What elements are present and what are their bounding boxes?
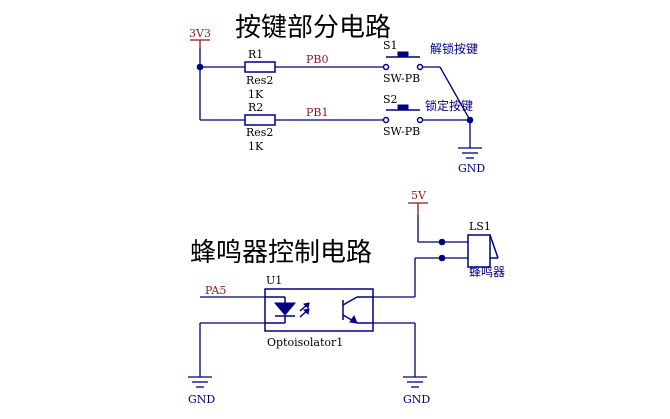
power-5v-port: [408, 202, 428, 215]
u1-ref: U1: [266, 274, 282, 287]
gnd-symbol-right: [403, 376, 427, 388]
gnd-label-keys: GND: [458, 162, 485, 175]
r2-value: 1K: [248, 140, 264, 153]
gnd-label-left: GND: [188, 393, 215, 406]
ls1-ref: LS1: [469, 220, 491, 233]
r1-type: Res2: [246, 74, 273, 87]
switch-s2: [382, 104, 424, 124]
resistor-r2: [244, 114, 276, 126]
s2-description: 锁定按键: [425, 98, 473, 113]
wire-s1-return: [439, 66, 471, 121]
s1-description: 解锁按键: [430, 41, 478, 56]
s1-type: SW-PB: [383, 72, 420, 85]
junction-dot: [438, 254, 446, 262]
net-pa5-label: PA5: [205, 284, 226, 297]
switch-s1: [382, 51, 424, 71]
power-5v-label: 5V: [411, 189, 427, 202]
gnd-symbol-keys: [458, 147, 482, 159]
net-pb1-label: PB1: [306, 106, 328, 119]
resistor-r1: [244, 61, 276, 73]
r1-ref: R1: [248, 48, 263, 61]
junction-dot: [466, 116, 474, 124]
power-3v3-label: 3V3: [189, 27, 211, 40]
r1-value: 1K: [248, 88, 264, 101]
net-pb0-label: PB0: [306, 53, 328, 66]
power-3v3-port: [190, 39, 210, 48]
optoisolator-u1: [264, 288, 374, 332]
buzzer-ls1: [467, 234, 499, 268]
junction-dot: [438, 238, 446, 246]
r2-ref: R2: [248, 101, 263, 114]
buzzer-section-title: 蜂鸣器控制电路: [190, 238, 372, 268]
r2-type: Res2: [246, 126, 273, 139]
s2-type: SW-PB: [383, 125, 420, 138]
keys-section-title: 按键部分电路: [235, 13, 391, 43]
s1-ref: S1: [383, 39, 398, 52]
gnd-label-right: GND: [403, 393, 430, 406]
u1-type: Optoisolator1: [267, 336, 343, 349]
ls1-description: 蜂鸣器: [469, 264, 505, 279]
s2-ref: S2: [383, 93, 398, 106]
gnd-symbol-left: [188, 376, 212, 388]
